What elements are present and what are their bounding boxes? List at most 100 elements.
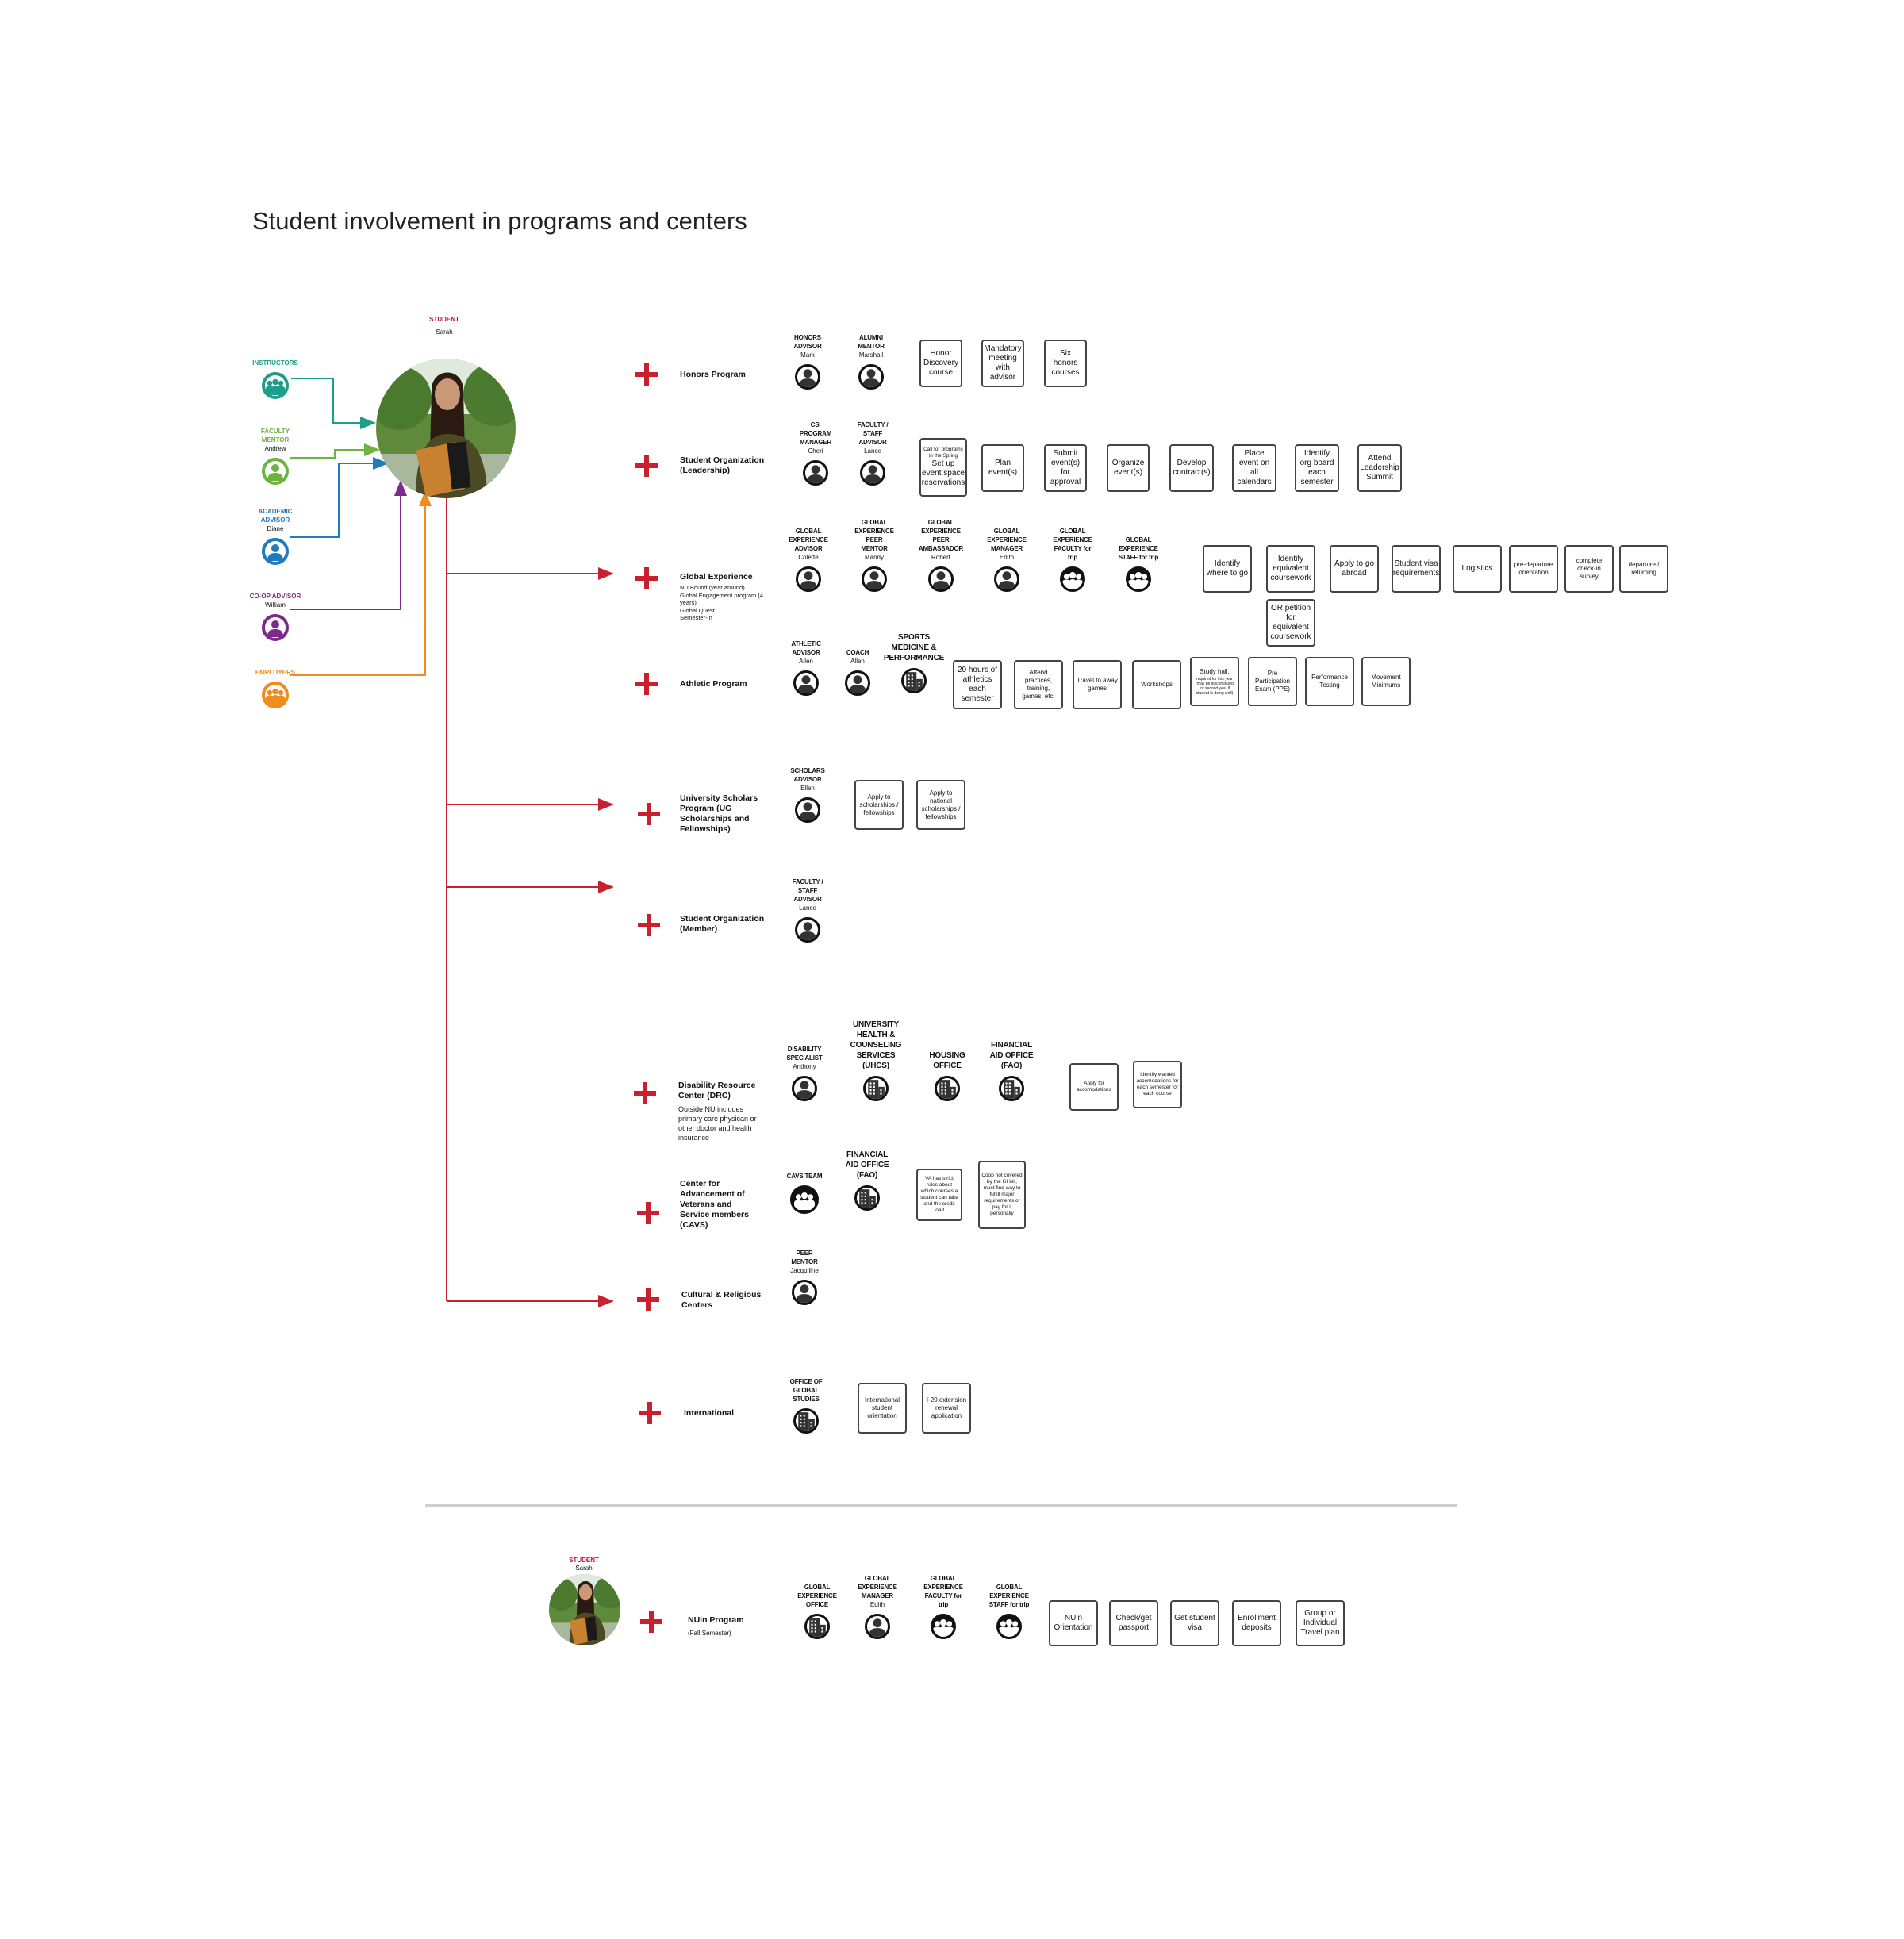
role-nuin-ge-faculty-trip: GLOBAL EXPERIENCE FACULTY for trip — [908, 1574, 979, 1639]
expand-drc-button[interactable] — [634, 1082, 656, 1104]
student-name: Sarah — [436, 328, 453, 336]
task[interactable]: Group or Individual Travel plan — [1296, 1600, 1345, 1646]
task[interactable]: departure / returning — [1619, 545, 1668, 593]
person-icon — [803, 460, 828, 486]
task[interactable]: Call for programs in the Spring Set up e… — [919, 438, 967, 497]
expand-cultural-religious-button[interactable] — [637, 1288, 659, 1311]
role-nuin-ge-staff-trip: GLOBAL EXPERIENCE STAFF for trip — [973, 1574, 1045, 1639]
task[interactable]: Travel to away games — [1073, 660, 1122, 709]
person-icon — [858, 364, 884, 390]
support-role-instructors: INSTRUCTORS — [228, 359, 323, 399]
program-cultural-religious: Cultural & Religious Centers — [681, 1290, 762, 1310]
task[interactable]: Organize event(s) — [1107, 444, 1150, 492]
person-icon — [262, 538, 289, 565]
task[interactable]: Get student visa — [1170, 1600, 1219, 1646]
task[interactable]: Six honors courses — [1044, 340, 1087, 387]
program-student-org-leadership: Student Organization (Leadership) — [680, 455, 765, 475]
expand-student-org-leadership-button[interactable] — [635, 455, 658, 477]
role-housing-office: HOUSING OFFICE — [912, 1020, 983, 1101]
task[interactable]: Check/get passport — [1109, 1600, 1158, 1646]
task[interactable]: International student orientation — [858, 1383, 907, 1434]
task[interactable]: Honor Discovery course — [919, 340, 962, 387]
task[interactable]: Apply for accomodations — [1069, 1063, 1119, 1111]
group-icon — [1060, 566, 1085, 592]
task[interactable]: Coop not covered by the GI bill, must fi… — [978, 1161, 1026, 1229]
task[interactable]: pre-departure orientation — [1509, 545, 1558, 593]
group-icon — [996, 1614, 1022, 1639]
task[interactable]: Attend Leadership Summit — [1357, 444, 1402, 492]
task[interactable]: Identify equivalent coursework — [1266, 545, 1315, 593]
expand-global-experience-button[interactable] — [635, 567, 658, 589]
group-icon — [1126, 566, 1151, 592]
expand-university-scholars-button[interactable] — [638, 803, 660, 825]
program-cavs: Center for Advancement of Veterans and S… — [680, 1179, 749, 1230]
expand-cavs-button[interactable] — [637, 1202, 659, 1224]
task[interactable]: Performance Testing — [1305, 657, 1354, 706]
role-ge-staff-trip: GLOBAL EXPERIENCE STAFF for trip — [1103, 527, 1174, 592]
task[interactable]: Movement Minimums — [1361, 657, 1411, 706]
building-icon — [793, 1408, 819, 1434]
person-icon — [928, 566, 954, 592]
nuin-student-name: Sarah — [575, 1565, 593, 1572]
person-icon — [795, 797, 820, 823]
task[interactable]: Identify where to go — [1203, 545, 1252, 593]
task[interactable]: 20 hours of athletics each semester — [953, 660, 1002, 709]
person-icon — [862, 566, 887, 592]
task[interactable]: Workshops — [1132, 660, 1181, 709]
task[interactable]: VA has strict rules about which courses … — [916, 1169, 962, 1221]
task[interactable]: Apply to go abroad — [1330, 545, 1379, 593]
expand-honors-program-button[interactable] — [635, 363, 658, 386]
task[interactable]: Identify org board each semester — [1295, 444, 1339, 492]
person-icon — [795, 364, 820, 390]
task[interactable]: Logistics — [1453, 545, 1502, 593]
expand-student-org-member-button[interactable] — [638, 914, 660, 936]
role-cavs-team: CAVS TEAM — [769, 1160, 840, 1214]
task[interactable]: Mandatory meeting with advisor — [981, 340, 1024, 387]
task[interactable]: Develop contract(s) — [1169, 444, 1214, 492]
building-icon — [854, 1185, 880, 1211]
person-icon — [860, 460, 885, 486]
task[interactable]: Plan event(s) — [981, 444, 1024, 492]
role-fao-cavs: FINANCIAL AID OFFICE (FAO) — [831, 1150, 903, 1211]
page-title: Student involvement in programs and cent… — [252, 206, 747, 235]
task[interactable]: Submit event(s) for approval — [1044, 444, 1087, 492]
program-nuin: NUin Program (Fall Semester) — [688, 1615, 744, 1637]
program-student-org-member: Student Organization (Member) — [680, 914, 765, 934]
alt-task[interactable]: OR petition for equivalent coursework — [1266, 599, 1315, 647]
section-divider — [425, 1504, 1457, 1507]
expand-international-button[interactable] — [639, 1402, 661, 1424]
task[interactable]: I-20 extension renewal application — [922, 1383, 971, 1434]
person-icon — [865, 1614, 890, 1639]
person-icon — [845, 670, 870, 696]
task[interactable]: Enrollment deposits — [1232, 1600, 1281, 1646]
task[interactable]: NUin Orientation — [1049, 1600, 1098, 1646]
person-icon — [262, 458, 289, 485]
nuin-student-avatar — [549, 1574, 620, 1645]
task[interactable]: Place event on all calendars — [1232, 444, 1276, 492]
support-role-faculty-mentor: FACULTY MENTOR Andrew — [228, 427, 323, 485]
task[interactable]: Attend practices, training, games, etc. — [1014, 660, 1063, 709]
task[interactable]: Apply to national scholarships / fellows… — [916, 780, 965, 830]
task[interactable]: Apply to scholarships / fellowships — [854, 780, 904, 830]
group-icon — [262, 682, 289, 708]
expand-nuin-program-button[interactable] — [640, 1611, 662, 1633]
expand-athletic-program-button[interactable] — [635, 673, 658, 695]
task[interactable]: Student visa requirements — [1392, 545, 1441, 593]
nuin-student-role-label: STUDENT — [569, 1557, 599, 1564]
group-icon — [931, 1614, 956, 1639]
building-icon — [935, 1076, 960, 1101]
program-athletic: Athletic Program — [680, 679, 747, 689]
person-icon — [994, 566, 1019, 592]
task[interactable]: complete check-in survey — [1564, 545, 1614, 593]
task[interactable]: Identify wanted accomodations for each s… — [1133, 1061, 1182, 1108]
task[interactable]: Pre Participation Exam (PPE) — [1248, 657, 1297, 706]
program-university-scholars: University Scholars Program (UG Scholars… — [680, 793, 758, 834]
task[interactable]: Study hall, required for this year (may … — [1190, 657, 1239, 706]
